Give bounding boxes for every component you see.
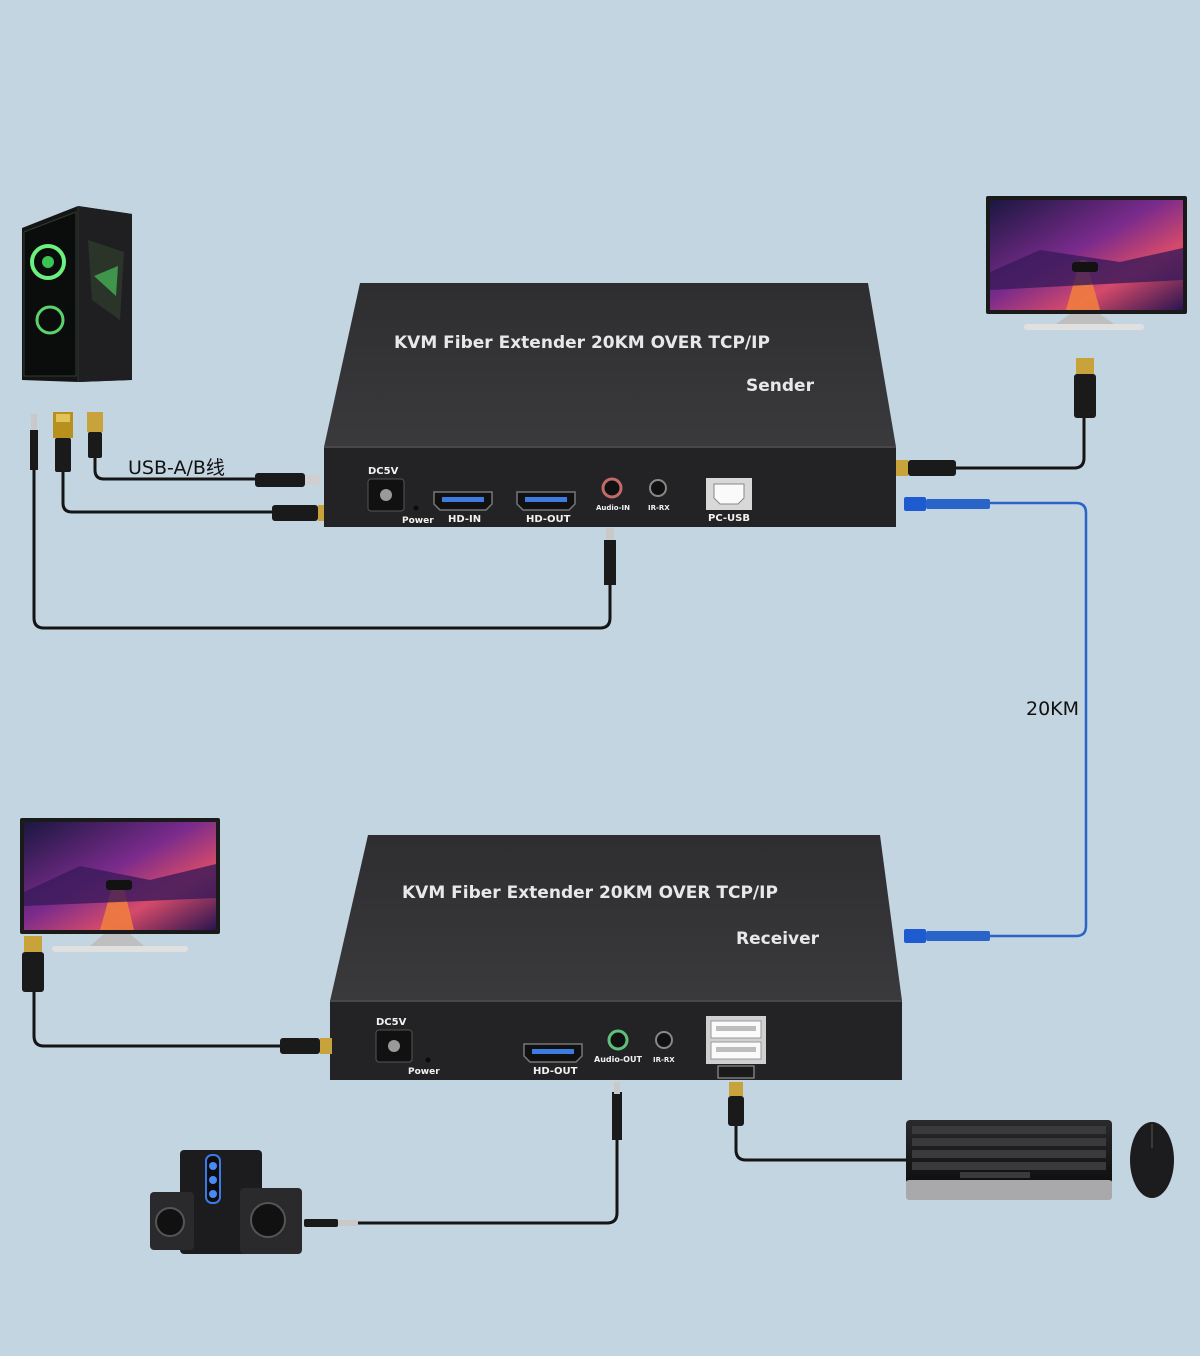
pc-tower — [22, 206, 132, 382]
receiver-audio-out-label: Audio-OUT — [594, 1055, 642, 1064]
receiver-audio-out-port — [607, 1029, 629, 1051]
receiver-hd-out-label: HD-OUT — [533, 1066, 578, 1077]
sender-title: KVM Fiber Extender 20KM OVER TCP/IP — [394, 333, 770, 353]
receiver-ir-rx-label: IR-RX — [653, 1056, 675, 1064]
sender-plugs-left — [255, 473, 616, 585]
sender-box: KVM Fiber Extender 20KM OVER TCP/IP Send… — [324, 283, 896, 527]
sender-plugs-right — [896, 460, 990, 511]
fan-icon — [30, 244, 66, 280]
distance-label: 20KM — [1026, 698, 1079, 720]
receiver-role: Receiver — [736, 929, 820, 949]
sender-hd-out-label: HD-OUT — [526, 514, 571, 525]
sender-dc-label: DC5V — [368, 466, 399, 477]
speakers — [150, 1150, 358, 1254]
audio-in-cable — [32, 470, 612, 630]
monitor-top-right — [986, 196, 1187, 418]
hdmi-out-cable-top — [955, 418, 1086, 470]
fiber-cable — [990, 501, 1088, 938]
sender-ir-rx-label: IR-RX — [648, 504, 670, 512]
receiver-dc-label: DC5V — [376, 1017, 407, 1028]
sender-pc-usb-label: PC-USB — [708, 513, 750, 524]
sender-power-label: Power — [402, 516, 434, 526]
mouse — [1130, 1122, 1174, 1198]
cables — [32, 418, 1086, 1225]
sender-role: Sender — [746, 376, 815, 396]
sender-ir-rx-port — [649, 479, 667, 497]
hdmi-out-cable-receiver — [32, 990, 280, 1048]
pc-connectors — [30, 412, 103, 472]
audio-out-cable — [358, 1140, 619, 1225]
receiver-usb-ports — [706, 1016, 766, 1079]
receiver-plugs — [280, 929, 990, 1140]
sender-hd-in-label: HD-IN — [448, 514, 481, 525]
receiver-power-label: Power — [408, 1067, 440, 1077]
usb-cable-label: USB-A/B线 — [128, 457, 225, 479]
sender-audio-in-label: Audio-IN — [596, 504, 630, 512]
monitor-left — [20, 818, 220, 992]
sender-audio-in-port — [601, 477, 623, 499]
usb-cable — [93, 456, 255, 481]
receiver-title: KVM Fiber Extender 20KM OVER TCP/IP — [402, 883, 778, 903]
usb-keyboard-cable — [734, 1125, 908, 1162]
hdmi-in-cable — [61, 470, 272, 514]
receiver-box: KVM Fiber Extender 20KM OVER TCP/IP Rece… — [330, 835, 902, 1080]
receiver-ir-rx-port — [655, 1031, 673, 1049]
keyboard — [906, 1120, 1112, 1200]
